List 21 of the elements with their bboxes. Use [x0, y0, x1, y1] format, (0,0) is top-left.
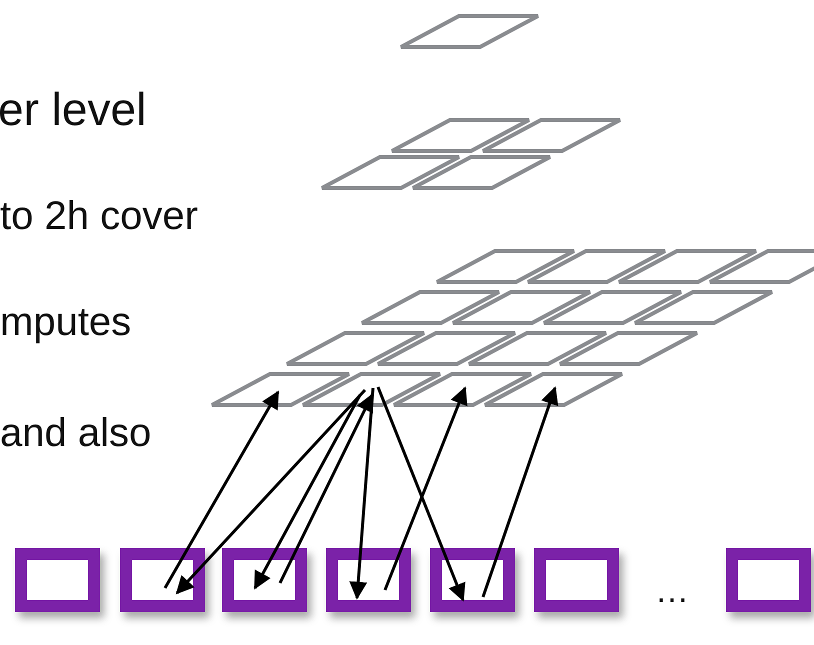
input-square	[326, 548, 411, 612]
input-square	[726, 548, 811, 612]
arrow	[278, 393, 374, 584]
grid-cell	[483, 372, 624, 407]
grid-cell	[210, 372, 351, 407]
arrow	[164, 390, 280, 589]
arrow	[349, 388, 374, 600]
arrow	[482, 386, 558, 598]
input-square	[534, 548, 619, 612]
ellipsis-text: …	[655, 574, 689, 608]
arrow	[176, 388, 366, 594]
grid-cell	[392, 372, 533, 407]
grid-cell	[301, 372, 442, 407]
body-text: mputes	[0, 302, 132, 342]
input-square	[222, 548, 307, 612]
body-text: and also	[0, 413, 152, 453]
body-text: to 2h cover	[0, 196, 198, 236]
arrow	[254, 394, 362, 590]
input-square	[430, 548, 515, 612]
input-square	[120, 548, 205, 612]
input-square	[15, 548, 100, 612]
